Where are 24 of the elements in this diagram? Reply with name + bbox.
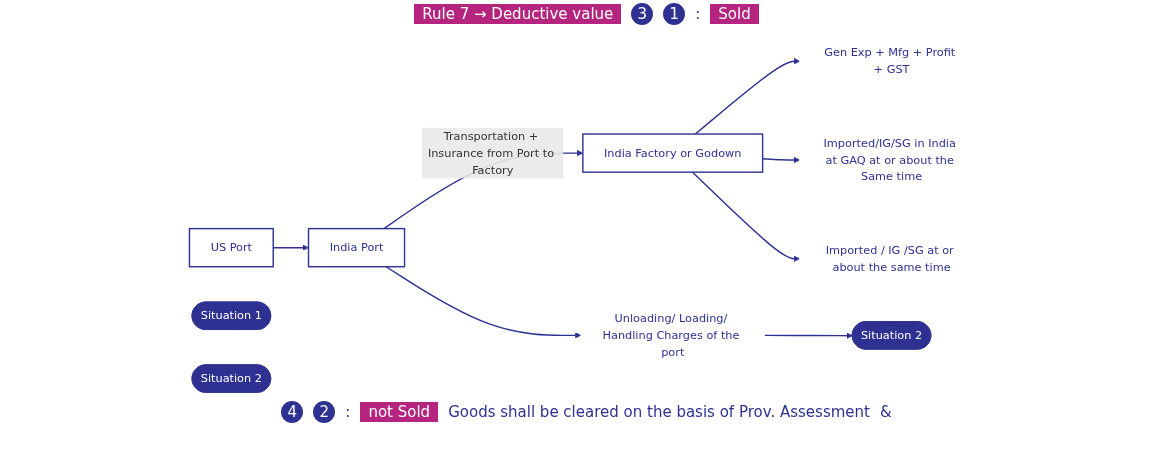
note-text: :: [695, 5, 701, 23]
arrow: [762, 156, 801, 164]
note-text: :: [345, 403, 351, 421]
note-text: &: [879, 403, 892, 421]
node-text: Imported / IG /SG at or about the same time: [825, 243, 954, 274]
step-number: 3: [631, 3, 654, 25]
highlight-tag: Rule 7 → Deductive value: [414, 4, 622, 24]
note-text: Goods shall be cleared on the basis of Prov. Assessment: [448, 403, 870, 421]
node-box: US Port: [188, 227, 275, 268]
arrow: [691, 171, 801, 262]
edge-label: Transportation + Insurance from Port to Factory: [428, 129, 555, 177]
highlight-tag: not Sold: [360, 402, 439, 422]
arrow: [385, 266, 582, 339]
node-text: Gen Exp + Mfg + Profit + GST: [824, 45, 956, 76]
arrow: [763, 332, 853, 339]
node-text: Unloading/ Loading/ Handling Charges of the port: [602, 311, 740, 359]
step-number: 1: [663, 3, 686, 25]
node-text: Imported/IG/SG in India at GAQ at or about the Same time: [823, 135, 957, 184]
node-box: India Factory or Godown: [582, 133, 764, 173]
arrow: [694, 58, 801, 135]
step-number: 4: [281, 401, 304, 423]
highlight-tag: Sold: [710, 4, 759, 24]
step-number: 2: [313, 401, 336, 423]
node-box: India Port: [307, 227, 406, 268]
